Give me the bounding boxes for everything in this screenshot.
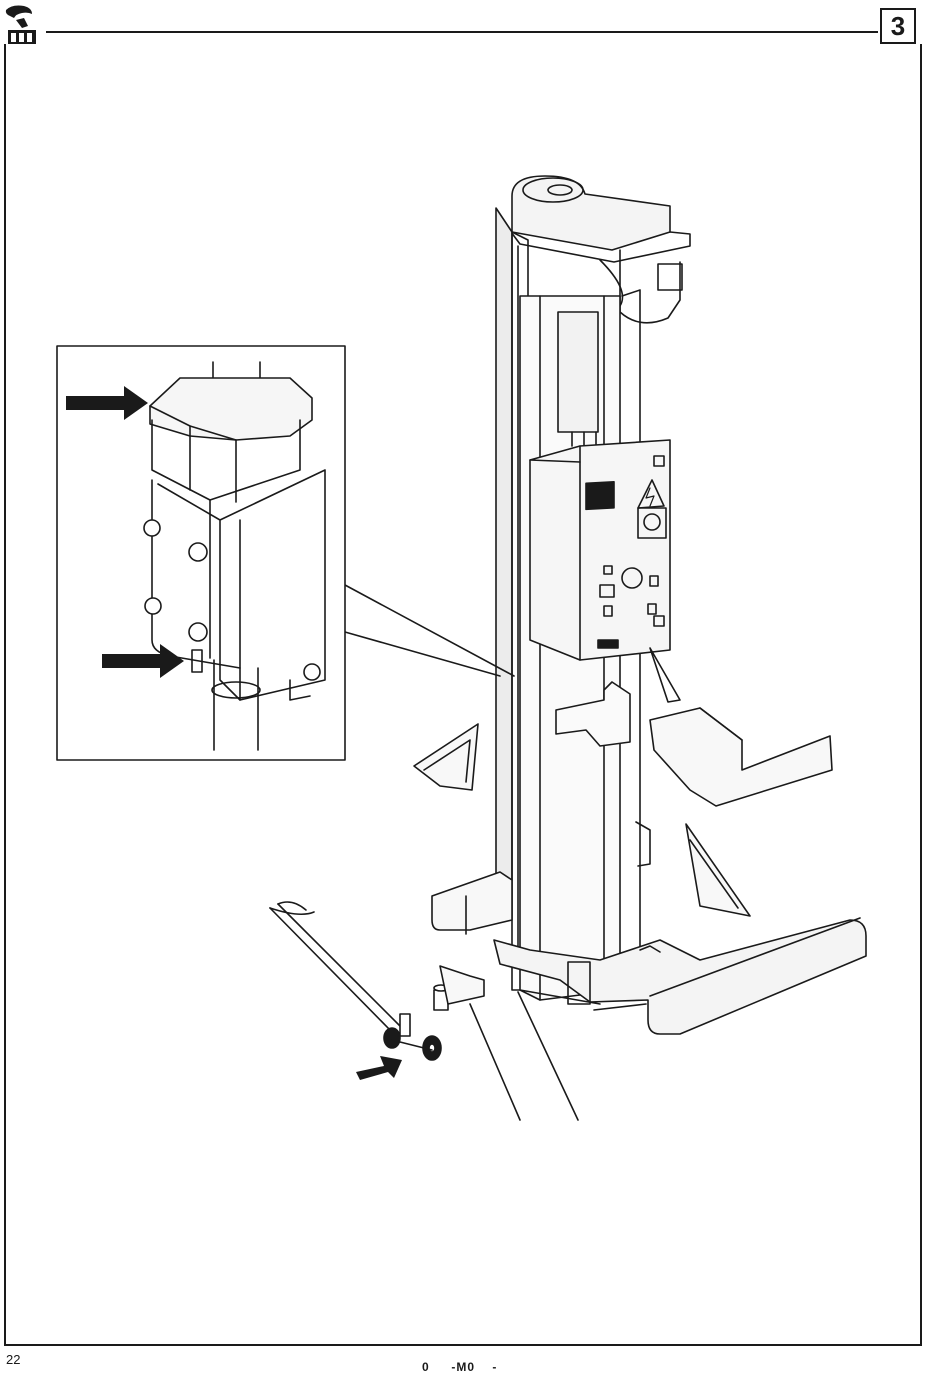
doc-code: 0 -M0 - — [422, 1360, 497, 1374]
diagonal-arrow-icon — [356, 1056, 402, 1080]
carriage — [414, 648, 832, 916]
page-number: 22 — [6, 1352, 20, 1367]
base — [432, 872, 866, 1034]
control-box — [530, 440, 670, 660]
leader-lines — [345, 585, 514, 676]
tool-rod — [270, 902, 441, 1060]
